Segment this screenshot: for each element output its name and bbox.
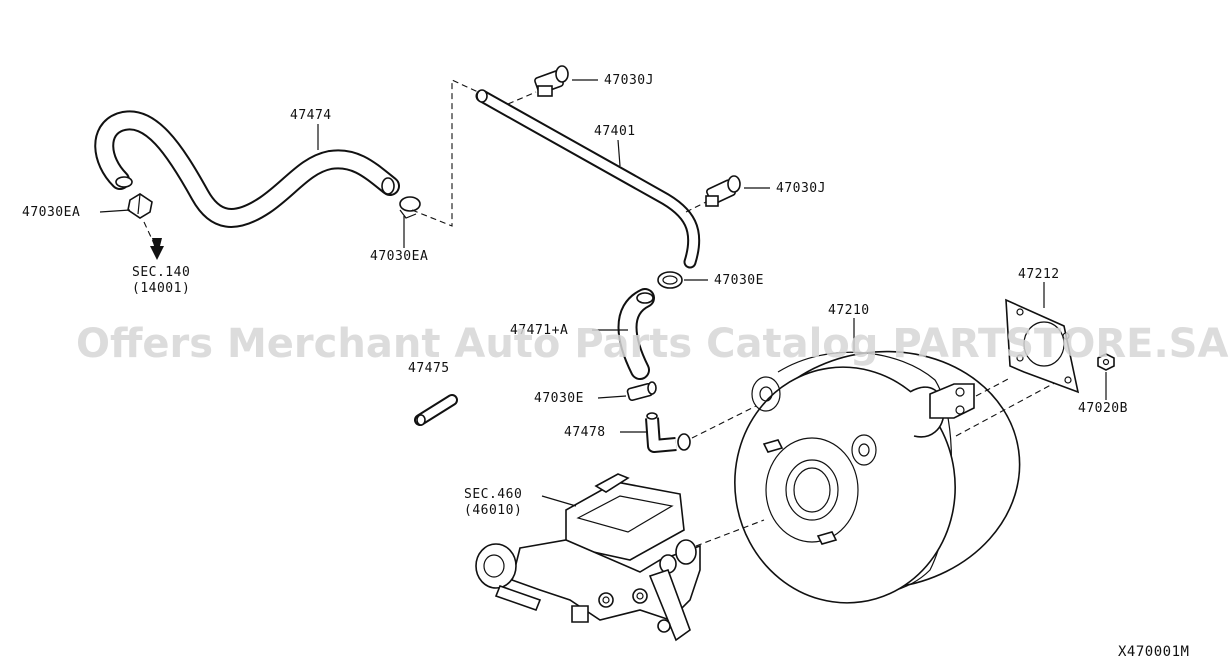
pin-47475[interactable] bbox=[414, 394, 458, 426]
hose-47471A[interactable] bbox=[617, 288, 655, 380]
label-47475: 47475 bbox=[408, 361, 450, 376]
label-47030E-low: 47030E bbox=[534, 391, 584, 406]
master-cylinder-sec460[interactable] bbox=[475, 473, 701, 642]
check-valve-47030J-top[interactable] bbox=[534, 65, 569, 97]
watermark: Offers Merchant Auto Parts Catalog PARTS… bbox=[76, 321, 1228, 367]
gasket-47212[interactable] bbox=[1005, 298, 1080, 394]
arrow-sec140 bbox=[150, 238, 164, 260]
label-47474: 47474 bbox=[290, 108, 332, 123]
label-47030E-top: 47030E bbox=[714, 273, 764, 288]
elbow-fitting-47478[interactable] bbox=[645, 412, 691, 453]
nut-47020B[interactable] bbox=[1097, 353, 1115, 371]
label-sec460: SEC.460 bbox=[464, 487, 522, 502]
brake-booster-47210[interactable] bbox=[720, 334, 1035, 617]
label-47210: 47210 bbox=[828, 303, 870, 318]
label-47478: 47478 bbox=[564, 425, 606, 440]
label-47020B: 47020B bbox=[1078, 401, 1128, 416]
check-valve-47030J-right[interactable] bbox=[705, 175, 741, 207]
tube-47401[interactable] bbox=[475, 89, 701, 269]
clamp-47030E-top[interactable] bbox=[657, 271, 683, 289]
label-47471A: 47471+A bbox=[510, 323, 568, 338]
label-47030EA-left: 47030EA bbox=[22, 205, 80, 220]
label-sec460-code: (46010) bbox=[464, 503, 522, 518]
label-sec140: SEC.140 bbox=[132, 265, 190, 280]
hose-47474[interactable] bbox=[94, 110, 400, 228]
label-47401: 47401 bbox=[594, 124, 636, 139]
label-47030EA-mid: 47030EA bbox=[370, 249, 428, 264]
label-47212: 47212 bbox=[1018, 267, 1060, 282]
clip-47030E-low[interactable] bbox=[626, 381, 657, 402]
label-47030J-right: 47030J bbox=[776, 181, 826, 196]
clamp-47030EA-left[interactable] bbox=[127, 193, 153, 219]
diagram-id: X470001M bbox=[1118, 644, 1189, 660]
label-47030J-top: 47030J bbox=[604, 73, 654, 88]
label-sec140-code: (14001) bbox=[132, 281, 190, 296]
clamp-47030EA-mid[interactable] bbox=[399, 196, 421, 219]
